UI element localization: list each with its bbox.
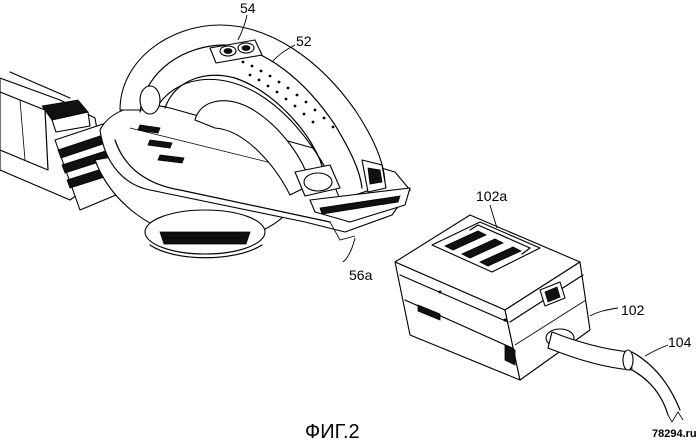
label-56a: 56a bbox=[349, 267, 373, 283]
figure-caption: ФИГ.2 bbox=[305, 421, 360, 443]
button-pair bbox=[209, 39, 263, 64]
tool-body bbox=[0, 24, 411, 259]
vent-dots bbox=[241, 60, 335, 129]
label-52: 52 bbox=[296, 33, 312, 49]
watermark: 78294.ru bbox=[652, 428, 697, 440]
label-54: 54 bbox=[240, 0, 256, 16]
power-cord bbox=[545, 328, 684, 423]
label-102a: 102a bbox=[476, 188, 507, 204]
leader-lines bbox=[237, 14, 669, 357]
label-102: 102 bbox=[621, 302, 645, 318]
label-104: 104 bbox=[668, 334, 692, 350]
battery-pack bbox=[394, 214, 591, 381]
